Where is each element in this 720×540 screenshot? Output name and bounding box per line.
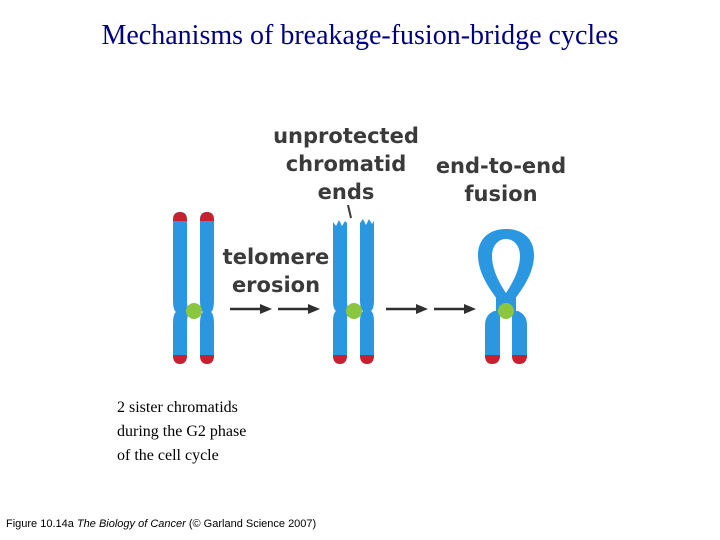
telomere-bottom-right (512, 355, 527, 364)
left-chromatid-eroded (333, 220, 350, 363)
label-line: chromatid (286, 152, 407, 176)
telomere-bottom-right (360, 355, 374, 364)
centromere (498, 303, 514, 319)
pointer-line (347, 204, 352, 219)
caption-line: during the G2 phase (117, 423, 247, 440)
arrows-erosion (230, 304, 320, 314)
right-chromatid-eroded (360, 219, 374, 363)
figure-credit: Figure 10.14a The Biology of Cancer (© G… (6, 518, 316, 530)
right-chromatid (200, 212, 214, 363)
label-line: fusion (464, 182, 537, 206)
label-line: telomere (223, 245, 330, 269)
telomere-bottom-left (173, 355, 187, 364)
slide-title: Mechanisms of breakage-fusion-bridge cyc… (101, 20, 619, 51)
caption-line: 2 sister chromatids (117, 399, 238, 416)
book-title: The Biology of Cancer (76, 518, 186, 530)
left-chromatid (173, 212, 190, 363)
label-line: unprotected (273, 124, 419, 148)
caption-line: of the cell cycle (117, 447, 219, 464)
caption: 2 sister chromatids during the G2 phase … (117, 396, 246, 468)
label-end-to-end-fusion: end-to-end fusion (436, 154, 566, 206)
label-unprotected-ends: unprotected chromatid ends (273, 124, 419, 204)
telomere-bottom-right (200, 355, 214, 364)
figure-number: Figure 10.14a (6, 518, 74, 530)
arrows-fusion (386, 304, 476, 314)
left-chromatid-lower (485, 311, 500, 363)
intact-chromosome (173, 212, 214, 364)
copyright: (© Garland Science 2007) (188, 518, 317, 530)
telomere-bottom-left (333, 355, 347, 364)
centromere (186, 303, 202, 319)
telomere-top-left (173, 212, 187, 221)
fused-loop (478, 229, 534, 303)
label-line: erosion (232, 273, 320, 297)
telomere-top-right (200, 212, 214, 221)
label-line: ends (318, 180, 375, 204)
centromere (346, 303, 362, 319)
label-telomere-erosion: telomere erosion (223, 245, 330, 297)
fused-chromosome (478, 229, 534, 364)
telomere-bottom-left (485, 355, 500, 364)
label-line: end-to-end (436, 154, 566, 178)
eroded-chromosome (333, 204, 374, 364)
right-chromatid-lower (512, 311, 527, 363)
